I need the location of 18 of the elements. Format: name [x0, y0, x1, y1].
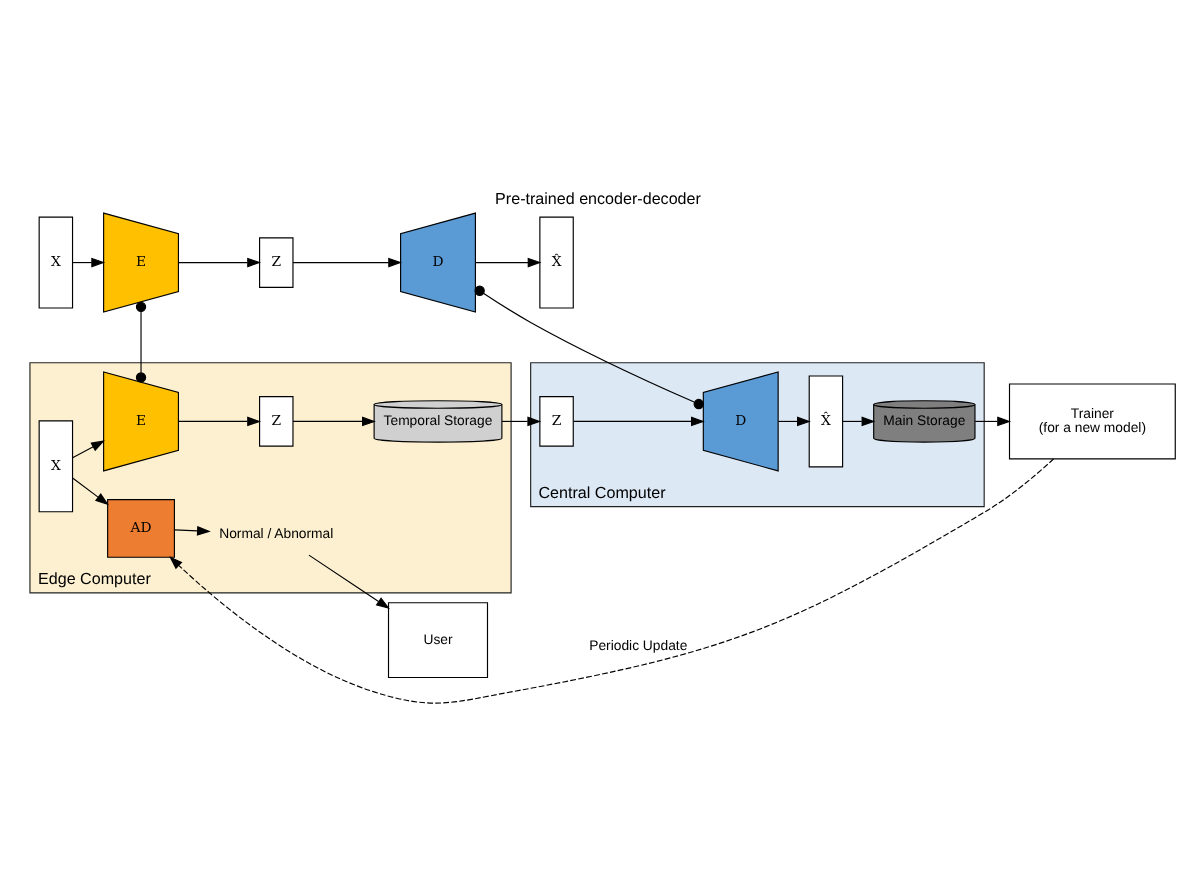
- connector: [474, 284, 704, 409]
- arrow: [501, 415, 542, 426]
- arrow: [174, 525, 211, 535]
- arrow: [475, 256, 542, 267]
- arrow: [169, 457, 1055, 703]
- arrow: [777, 415, 811, 426]
- arrow: [72, 476, 109, 505]
- arrow: [974, 415, 1012, 426]
- arrow: [177, 256, 262, 267]
- arrow: [842, 415, 876, 426]
- connector: [135, 300, 147, 382]
- arrow: [572, 415, 705, 426]
- arrow: [292, 415, 376, 426]
- arrow: [72, 439, 105, 458]
- arrow: [72, 256, 106, 267]
- arrow: [292, 256, 403, 267]
- arrow: [177, 415, 262, 426]
- arrow: [308, 553, 390, 608]
